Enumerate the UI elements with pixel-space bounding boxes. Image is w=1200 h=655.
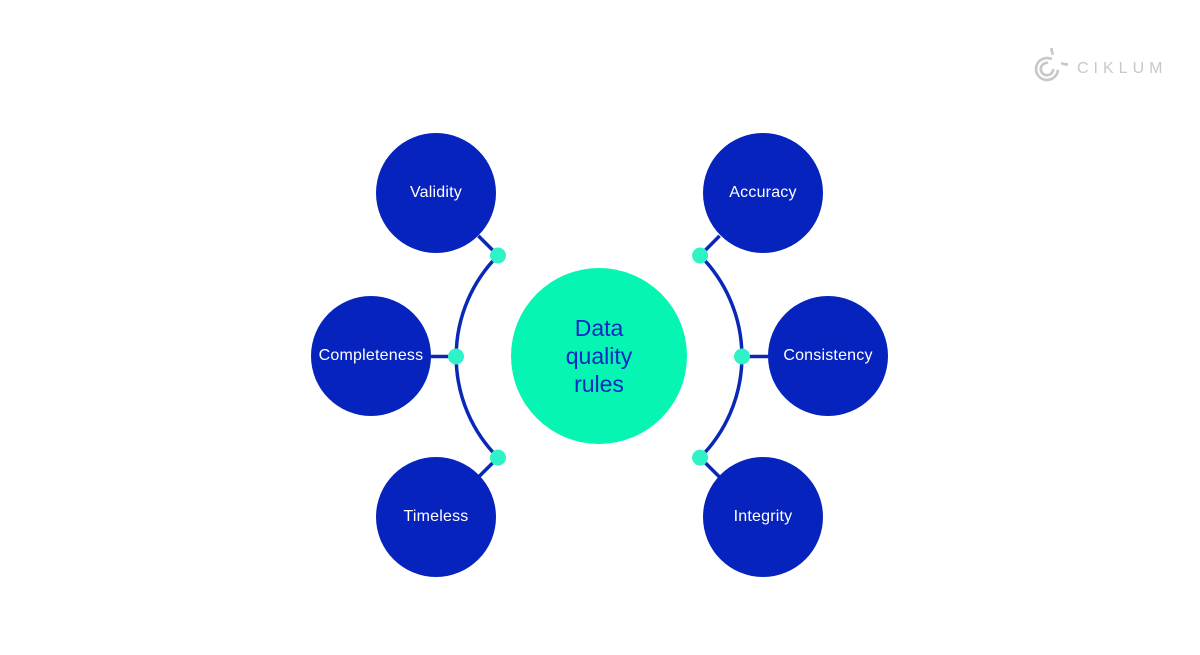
node-consistency-label: Consistency [783,347,873,365]
center-node: Data quality rules [511,268,687,444]
ciklum-logo-text: CIKLUM [1077,60,1168,77]
node-dot-integrity [692,449,709,466]
node-completeness: Completeness [311,296,431,416]
ciklum-logo-icon [1034,48,1068,82]
node-dot-validity [490,247,506,264]
node-timeless-label: Timeless [403,508,469,526]
node-validity: Validity [376,133,496,253]
node-validity-label: Validity [410,184,462,202]
node-integrity-label: Integrity [733,508,793,526]
node-consistency: Consistency [768,296,888,416]
node-dot-accuracy [692,247,709,264]
node-dot-completeness [448,348,464,365]
ciklum-logo: CIKLUM [1026,48,1167,90]
center-node-label: Data quality rules [565,315,633,397]
node-accuracy: Accuracy [703,133,823,253]
node-timeless: Timeless [376,457,496,577]
node-accuracy-label: Accuracy [729,184,797,202]
node-dot-consistency [734,348,750,365]
node-completeness-label: Completeness [318,347,424,365]
node-dot-timeless [490,449,506,466]
node-integrity: Integrity [703,457,823,577]
